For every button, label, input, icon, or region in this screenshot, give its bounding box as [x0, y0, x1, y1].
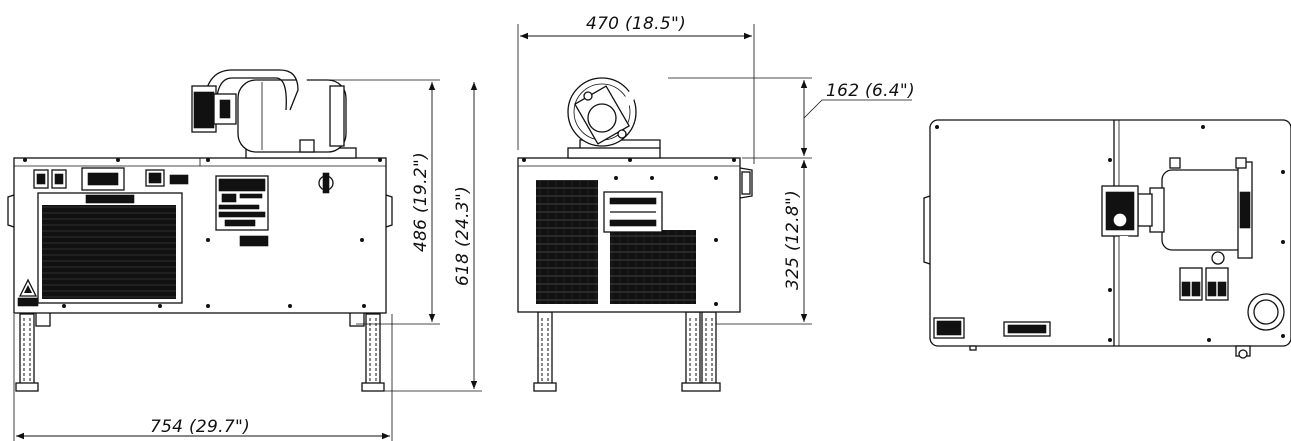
dim-body-height-front: 486 (19.2") — [411, 152, 431, 252]
side-dimensions — [517, 24, 912, 325]
front-dimensions — [13, 79, 482, 441]
side-grille-right — [610, 230, 696, 304]
front-legs — [15, 311, 385, 392]
dim-overall-width: 754 (29.7") — [150, 417, 250, 437]
front-view — [7, 63, 393, 392]
dim-top-width: 470 (18.5") — [586, 14, 686, 34]
top-pump — [1101, 157, 1253, 301]
dim-overall-height: 618 (24.3") — [453, 186, 473, 286]
front-grille — [42, 205, 176, 299]
front-pump — [191, 63, 357, 159]
top-view — [923, 119, 1291, 359]
side-grille-left — [536, 180, 598, 304]
side-view — [517, 62, 753, 392]
side-pump — [567, 62, 673, 159]
dim-pump-height: 162 (6.4") — [826, 81, 915, 101]
dim-body-height-side: 325 (12.8") — [783, 190, 803, 290]
